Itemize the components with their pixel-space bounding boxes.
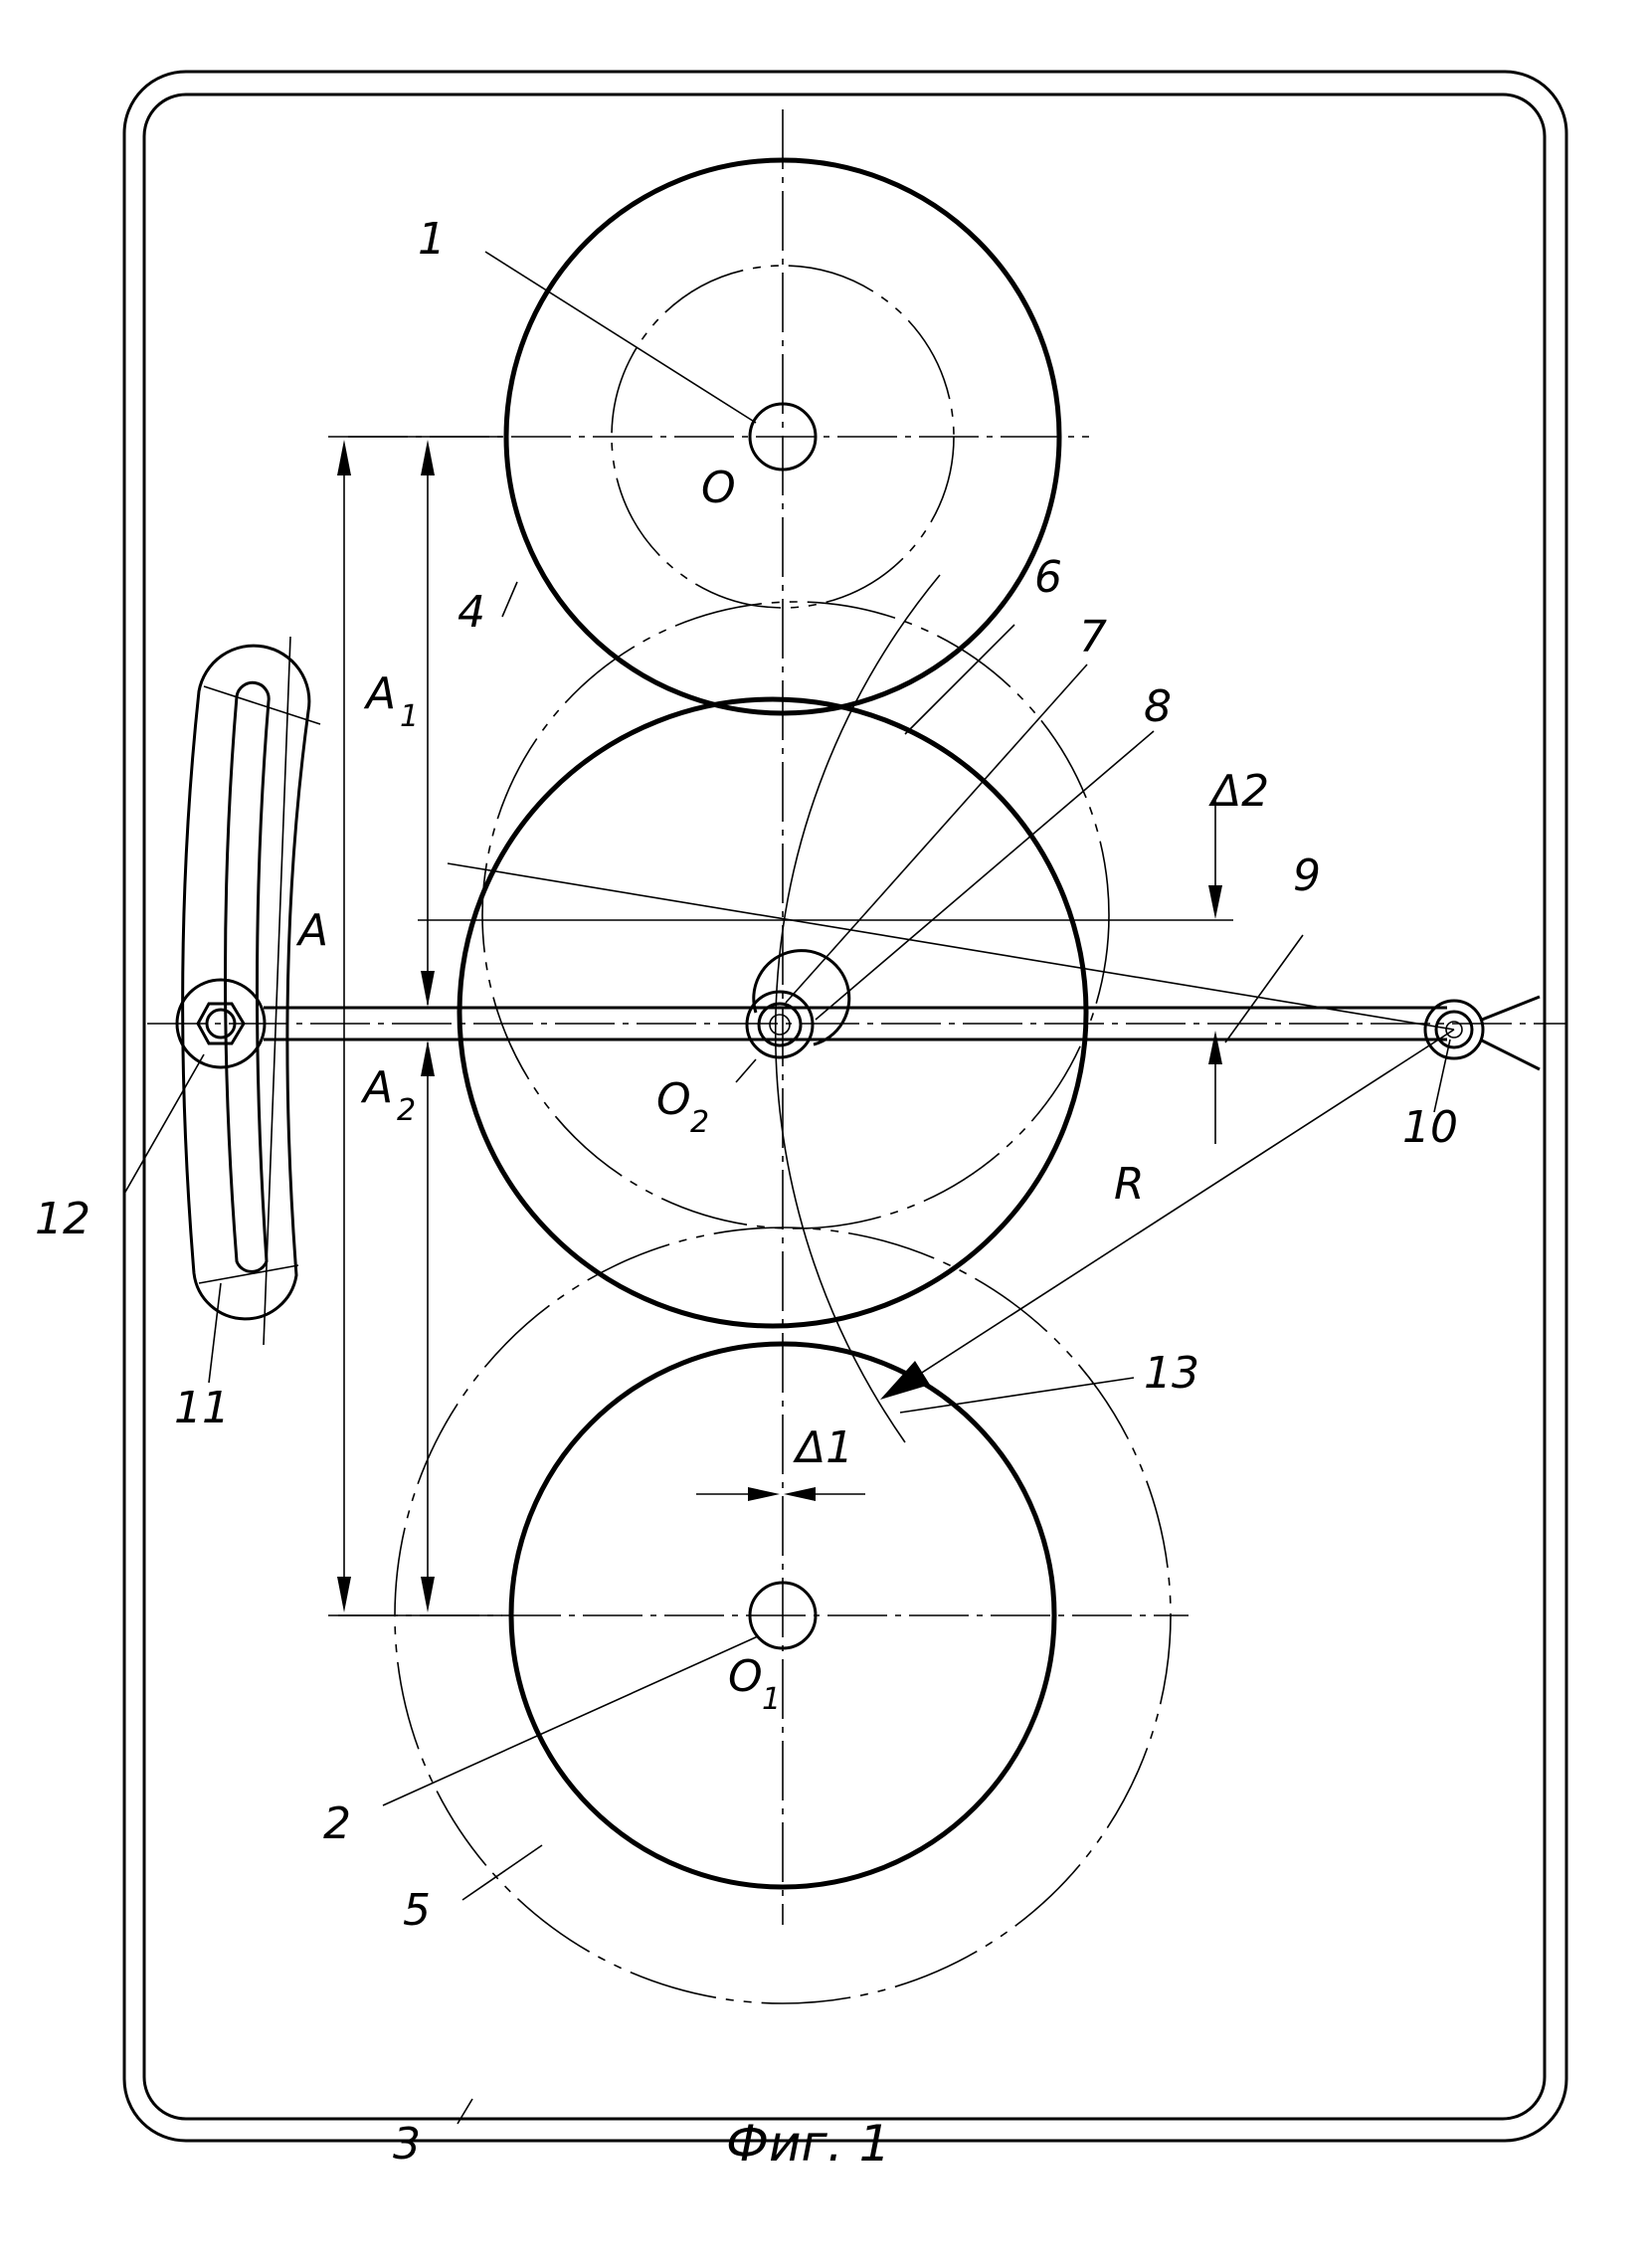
point-o1: O: [728, 1651, 763, 1702]
figure-caption: Фиг. 1: [726, 2115, 890, 2173]
point-o2-subscript: 2: [690, 1105, 709, 1140]
label-6: 6: [1034, 552, 1062, 603]
label-9: 9: [1293, 850, 1321, 901]
radius-R-line: [882, 1029, 1455, 1399]
label-7: 7: [1079, 612, 1107, 662]
dimension-delta2: Δ2: [1208, 766, 1269, 817]
hub-o2: [745, 949, 851, 1059]
dimension-r: R: [1114, 1159, 1145, 1210]
part-labels: 1 2 3 4 5 6 7 8 9 10 11 12 13: [35, 214, 1458, 2170]
label-11: 11: [174, 1383, 230, 1433]
point-o1-subscript: 1: [762, 1682, 781, 1717]
label-1: 1: [418, 214, 446, 265]
dimension-a2-subscript: 2: [397, 1093, 416, 1128]
housing-frame: [122, 70, 1568, 2143]
dimension-a: A: [295, 905, 328, 956]
radius-R-arrow: [880, 1361, 930, 1400]
delta1-dimension: [696, 1487, 865, 1501]
label-10: 10: [1402, 1102, 1458, 1153]
label-12: 12: [35, 1194, 91, 1244]
inclined-line: [447, 862, 1455, 1031]
point-o: O: [701, 463, 736, 513]
dimension-delta1: Δ1: [793, 1422, 853, 1473]
leader-lines: [123, 251, 1451, 2125]
label-3: 3: [393, 2119, 421, 2170]
slotted-bracket: [181, 636, 321, 1346]
dimension-lines: [328, 436, 502, 1616]
bolt-12: [175, 978, 267, 1069]
label-4: 4: [458, 587, 485, 638]
pivot-10: [1423, 995, 1541, 1071]
label-13: 13: [1144, 1348, 1199, 1399]
dimension-a2: A: [360, 1062, 393, 1113]
point-labels: O O 2 O 1: [656, 463, 781, 1717]
label-2: 2: [323, 1798, 351, 1849]
point-o2: O: [656, 1074, 691, 1125]
dimension-a1: A: [363, 668, 396, 719]
label-5: 5: [403, 1885, 431, 1936]
dimension-labels: A A 1 A 2 R Δ1 Δ2: [295, 668, 1269, 1473]
dimension-a1-subscript: 1: [400, 699, 419, 734]
delta2-dimension: [1208, 796, 1222, 1144]
label-8: 8: [1144, 681, 1172, 732]
